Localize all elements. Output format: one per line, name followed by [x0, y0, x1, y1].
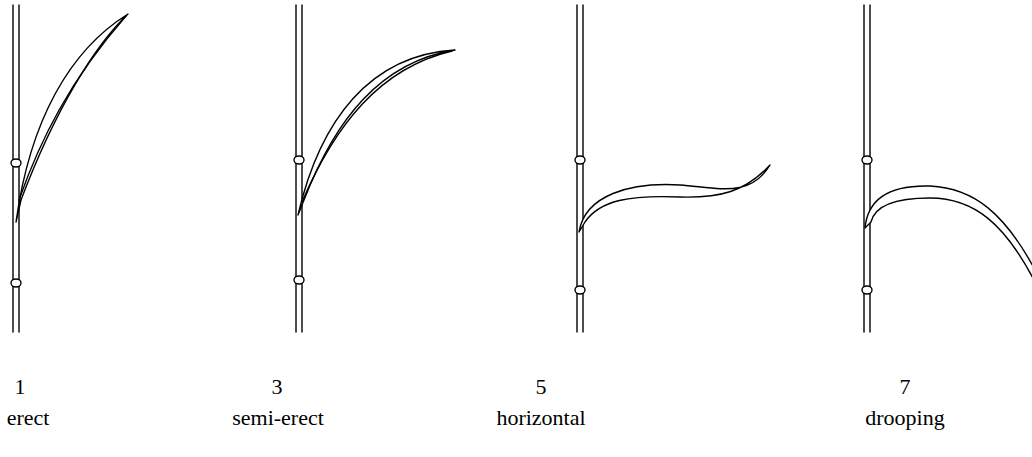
- stem: [294, 5, 304, 332]
- callout-number: 3: [272, 376, 283, 398]
- leaf-blade: [865, 186, 1032, 280]
- stem: [11, 5, 21, 332]
- angle-label: horizontal: [496, 407, 585, 429]
- stem: [575, 5, 585, 332]
- angle-label: erect: [7, 407, 50, 429]
- stem: [862, 5, 872, 332]
- callout-number: 7: [900, 376, 911, 398]
- leaf-blade: [298, 50, 455, 215]
- callout-number: 5: [536, 376, 547, 398]
- leaf-blade: [579, 165, 770, 232]
- angle-label: semi-erect: [232, 407, 324, 429]
- angle-label: drooping: [865, 407, 944, 429]
- callout-number: 1: [15, 376, 26, 398]
- leaf-blade: [16, 14, 128, 222]
